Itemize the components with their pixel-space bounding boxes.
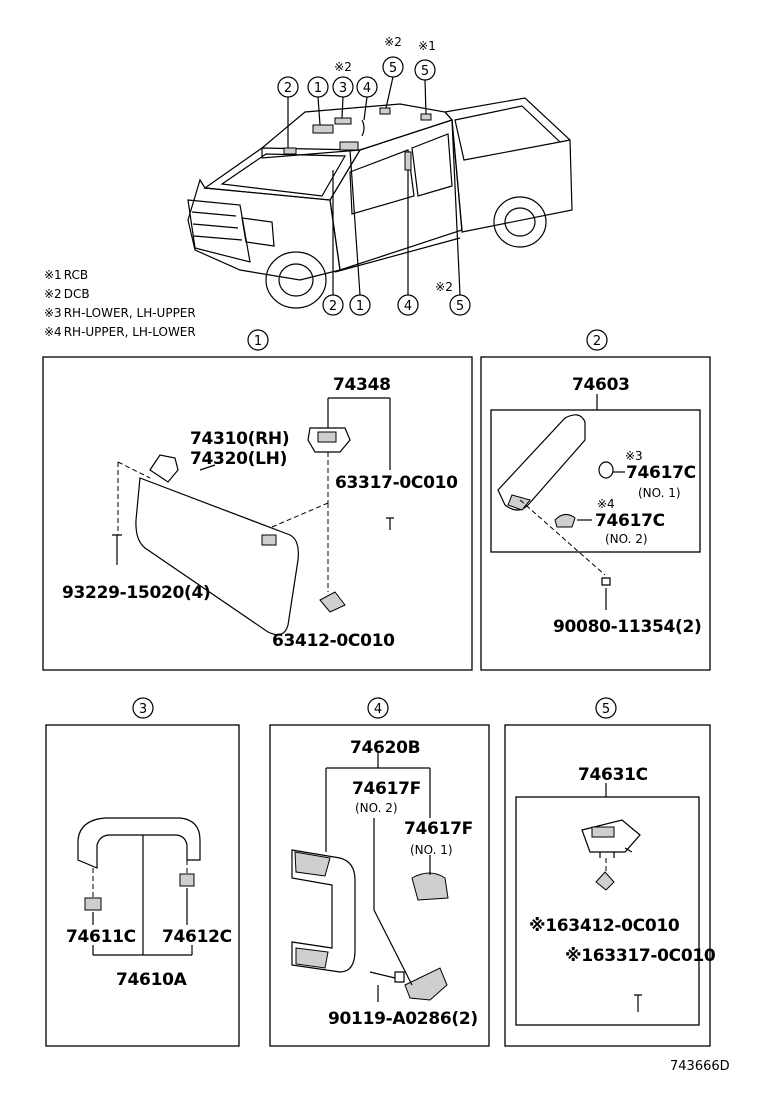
panel-2: 2 74603 ※3 74617C (NO. 1) ※4 74617C (NO.… xyxy=(480,329,711,671)
panel-5: 5 74631C ※163412-0C010 ※163317-0C010 xyxy=(504,697,716,1047)
part-number-cap-2: 74617C xyxy=(595,511,665,531)
cap-note: (NO. 2) xyxy=(355,801,398,815)
part-number-cap-1: 74617F xyxy=(404,819,473,839)
mark-3: ※3 xyxy=(625,449,643,463)
callout-text: 4 xyxy=(363,81,371,96)
part-number-assy: 74620B xyxy=(350,738,420,758)
callout-text: 5 xyxy=(456,299,464,314)
part-number-visor-lh: 74320(LH) xyxy=(190,449,287,469)
reference-code: 743666D xyxy=(670,1059,730,1074)
part-number-assy: 74631C xyxy=(578,765,648,785)
part-number-assy: 74610A xyxy=(116,970,188,990)
cap-note: (NO. 1) xyxy=(410,843,453,857)
part-number-74348: 74348 xyxy=(333,375,391,395)
dcb-mark: ※2 xyxy=(384,35,402,49)
panel-4: 4 74620B 74617F (NO. 2) 74617F (NO. 1) 9… xyxy=(269,697,490,1047)
part-number-screw: ※163317-0C010 xyxy=(565,946,716,966)
truck-top-callouts: 2 1 3 4 5 5 ※2 ※2 ※1 xyxy=(277,35,436,98)
panel-label: 2 xyxy=(593,334,601,349)
panel-label: 1 xyxy=(254,334,262,349)
truck-illustration xyxy=(187,97,573,309)
part-number-right: 74612C xyxy=(162,927,232,947)
part-number-screw: 90080-11354(2) xyxy=(553,617,702,637)
cap-note: (NO. 2) xyxy=(605,532,648,546)
part-number-screw: 63317-0C010 xyxy=(335,473,458,493)
part-number-visor-rh: 74310(RH) xyxy=(190,429,289,449)
part-number-screw: 93229-15020(4) xyxy=(62,583,211,603)
part-number-clip: 63412-0C010 xyxy=(272,631,395,651)
part-number-clip: ※163412-0C010 xyxy=(529,916,680,936)
callout-text: 5 xyxy=(421,64,429,79)
truck-bottom-callouts: 2 1 4 5 ※2 xyxy=(322,280,471,316)
part-number-grip: 74603 xyxy=(572,375,630,395)
panel-label: 4 xyxy=(374,702,382,717)
part-number-screw: 90119-A0286(2) xyxy=(328,1009,478,1029)
callout-text: 4 xyxy=(404,299,412,314)
callout-text: 3 xyxy=(339,81,347,96)
mark-4: ※4 xyxy=(597,497,615,511)
dcb-mark: ※2 xyxy=(334,60,352,74)
callout-text: 5 xyxy=(389,61,397,76)
panel-3: 3 74611C 74612C 74610A xyxy=(45,697,240,1047)
cap-note: (NO. 1) xyxy=(638,486,681,500)
rcb-mark: ※1 xyxy=(418,39,436,53)
callout-text: 1 xyxy=(314,81,322,96)
truck-leader-lines xyxy=(287,76,461,296)
part-number-cap-2: 74617F xyxy=(352,779,421,799)
part-number-cap-1: 74617C xyxy=(626,463,696,483)
panel-label: 3 xyxy=(139,702,147,717)
part-number-left: 74611C xyxy=(66,927,136,947)
panel-label: 5 xyxy=(602,702,610,717)
callout-text: 1 xyxy=(356,299,364,314)
panel-1: 1 74348 74310(RH) 74320(LH) 63317-0C010 … xyxy=(42,329,473,671)
callout-text: 2 xyxy=(284,81,292,96)
dcb-mark: ※2 xyxy=(435,280,453,294)
callout-text: 2 xyxy=(329,299,337,314)
